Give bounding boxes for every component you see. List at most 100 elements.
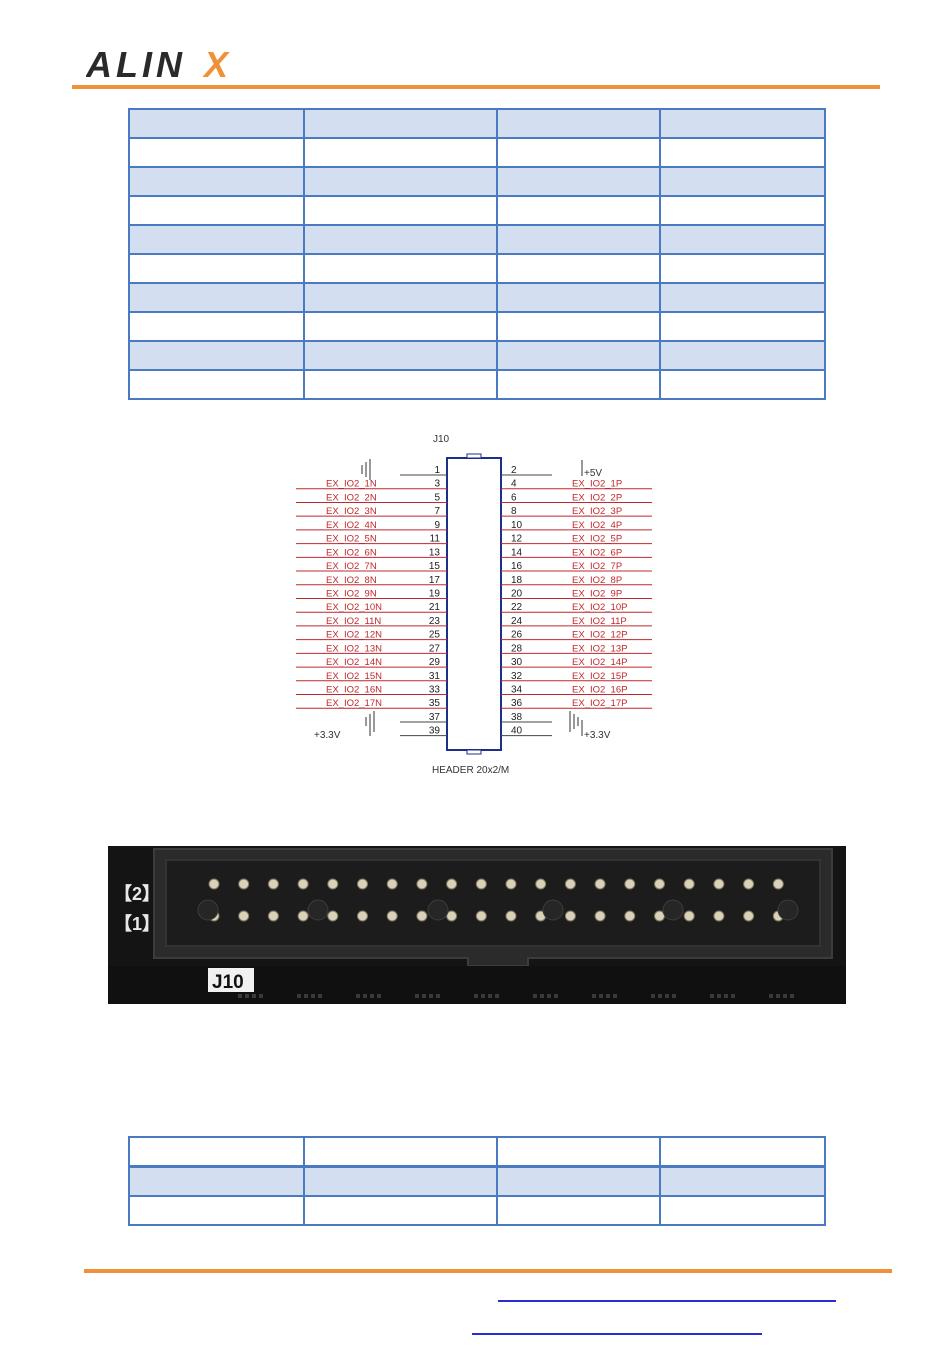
net-label-right: EX_IO2_13P bbox=[572, 643, 627, 654]
smd-pad bbox=[592, 994, 596, 998]
pin-number-odd: 27 bbox=[429, 643, 441, 654]
smd-pad bbox=[547, 994, 551, 998]
table-row bbox=[128, 253, 826, 284]
header-pin bbox=[267, 910, 279, 922]
header-pin bbox=[505, 878, 517, 890]
pin-number-odd: 3 bbox=[434, 479, 440, 490]
net-label-left: EX_IO2_9N bbox=[326, 588, 377, 599]
smd-pad bbox=[481, 994, 485, 998]
header-pin bbox=[594, 878, 606, 890]
pin-number-even: 14 bbox=[511, 547, 523, 558]
pin-number-odd: 7 bbox=[434, 506, 440, 517]
smd-pad bbox=[238, 994, 242, 998]
smd-pad bbox=[769, 994, 773, 998]
smd-pad bbox=[429, 994, 433, 998]
smd-pad bbox=[370, 994, 374, 998]
pin-number-odd: 25 bbox=[429, 630, 441, 641]
pin-number-even: 8 bbox=[511, 506, 517, 517]
connector-photo: 【2】 【1】 J10 bbox=[108, 846, 846, 1004]
header-pin bbox=[475, 910, 487, 922]
table-row bbox=[128, 340, 826, 371]
alinx-logo: ALIN X bbox=[86, 44, 230, 84]
smd-pad bbox=[710, 994, 714, 998]
pin-number-even: 28 bbox=[511, 643, 523, 654]
connector-inner bbox=[165, 859, 821, 947]
net-label-right: EX_IO2_15P bbox=[572, 671, 627, 682]
smd-pad bbox=[651, 994, 655, 998]
smd-pad bbox=[717, 994, 721, 998]
net-label-right: EX_IO2_2P bbox=[572, 492, 622, 503]
smd-pad bbox=[790, 994, 794, 998]
mold-hole bbox=[197, 899, 219, 921]
smd-pad bbox=[356, 994, 360, 998]
header-key-top bbox=[466, 453, 482, 459]
table-row bbox=[128, 166, 826, 197]
header-pin bbox=[446, 878, 458, 890]
mold-hole bbox=[777, 899, 799, 921]
pin-number-odd: 17 bbox=[429, 575, 441, 586]
footer-link-1[interactable] bbox=[498, 1299, 836, 1302]
pin-number-odd: 29 bbox=[429, 657, 441, 668]
net-label-left: EX_IO2_3N bbox=[326, 506, 377, 517]
header-pin bbox=[327, 910, 339, 922]
header-pin bbox=[654, 878, 665, 890]
table-row bbox=[128, 311, 826, 342]
pin-number-even: 24 bbox=[511, 616, 523, 627]
header-pin bbox=[564, 910, 576, 922]
header-pin bbox=[267, 878, 279, 890]
pin-number-even: 36 bbox=[511, 698, 523, 709]
header-rule bbox=[72, 85, 880, 89]
pin-number-even: 20 bbox=[511, 588, 523, 599]
net-label-left: EX_IO2_1N bbox=[326, 479, 377, 490]
header-pin bbox=[238, 878, 250, 890]
net-label-right: EX_IO2_17P bbox=[572, 698, 627, 709]
silk-label: J10 bbox=[212, 972, 244, 993]
net-label-left: EX_IO2_12N bbox=[326, 630, 382, 641]
smd-pad bbox=[540, 994, 544, 998]
footer-rule bbox=[84, 1269, 892, 1273]
mold-hole bbox=[307, 899, 329, 921]
mold-hole bbox=[427, 899, 449, 921]
power-label-3v3-right: +3.3V bbox=[584, 730, 611, 741]
smd-pad bbox=[377, 994, 381, 998]
pin-number-odd: 19 bbox=[429, 588, 441, 599]
header-pin bbox=[505, 910, 517, 922]
header-pin bbox=[357, 910, 368, 922]
pin-number-odd: 15 bbox=[429, 561, 441, 572]
net-label-left: EX_IO2_10N bbox=[326, 602, 382, 613]
pin-number-odd: 33 bbox=[429, 685, 441, 696]
header-pin bbox=[416, 878, 428, 890]
net-label-right: EX_IO2_8P bbox=[572, 575, 622, 586]
pin-number-odd: 35 bbox=[429, 698, 441, 709]
header-pin bbox=[594, 910, 606, 922]
net-label-left: EX_IO2_8N bbox=[326, 575, 377, 586]
pin-number-even: 10 bbox=[511, 520, 523, 531]
net-label-left: EX_IO2_17N bbox=[326, 698, 382, 709]
power-label-5v: +5V bbox=[584, 468, 602, 479]
smd-pad bbox=[599, 994, 603, 998]
header-pin bbox=[743, 878, 755, 890]
pin-mark-bottom: 【1】 bbox=[114, 914, 160, 934]
smd-pad bbox=[422, 994, 426, 998]
net-label-right: EX_IO2_11P bbox=[572, 616, 627, 627]
net-label-left: EX_IO2_14N bbox=[326, 657, 382, 668]
ground-symbol bbox=[569, 711, 579, 732]
pin-number-even: 18 bbox=[511, 575, 523, 586]
pin-number-odd: 9 bbox=[434, 520, 440, 531]
header-pin bbox=[624, 878, 636, 890]
schematic-ref: J10 bbox=[433, 434, 450, 445]
header-pin bbox=[475, 878, 487, 890]
header-pin bbox=[564, 878, 576, 890]
footer-link-2[interactable] bbox=[472, 1332, 762, 1335]
net-label-right: EX_IO2_7P bbox=[572, 561, 622, 572]
silk-label-box bbox=[208, 968, 254, 992]
smd-pad bbox=[318, 994, 322, 998]
pin-mark-top: 【2】 bbox=[114, 884, 160, 904]
header-pin bbox=[772, 878, 784, 890]
smd-pad bbox=[474, 994, 478, 998]
header-pin bbox=[357, 878, 368, 890]
net-label-left: EX_IO2_13N bbox=[326, 643, 382, 654]
pin-number-even: 16 bbox=[511, 561, 523, 572]
header-pin bbox=[238, 910, 250, 922]
